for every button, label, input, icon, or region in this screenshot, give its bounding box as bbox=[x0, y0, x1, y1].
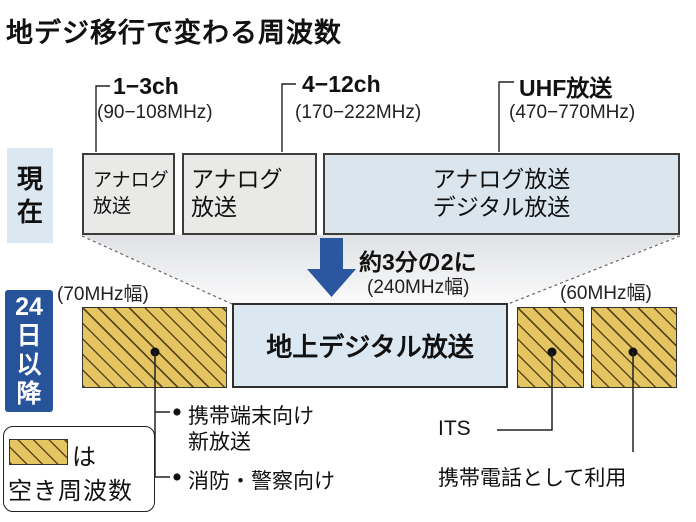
row-label-current-char: 現 bbox=[16, 163, 43, 194]
left-bandwidth-label: (70MHz幅) bbox=[57, 284, 149, 305]
legend-label: 空き周波数 bbox=[8, 478, 133, 505]
note-mobile-broadcast-line2: 新放送 bbox=[188, 431, 251, 454]
note-its: ITS bbox=[438, 417, 471, 440]
transition-label: 約3分の2に bbox=[359, 249, 477, 275]
vacant-band-its bbox=[517, 307, 584, 388]
channel-label-1-3ch: 1−3ch bbox=[113, 73, 179, 99]
connector-line-4-12ch bbox=[281, 83, 296, 152]
vacant-band-left bbox=[82, 307, 227, 388]
note-cellphone: 携帯電話として利用 bbox=[438, 467, 627, 490]
legend-hatch-swatch-icon bbox=[9, 439, 68, 465]
band-analog-1-3ch-text: アナログ bbox=[93, 170, 169, 191]
band-analog-1-3ch: アナログ 放送 bbox=[82, 153, 175, 235]
channel-range-uhf: (470−770MHz) bbox=[509, 102, 636, 123]
channel-range-1-3ch: (90−108MHz) bbox=[97, 102, 213, 123]
diagram-title: 地デジ移行で変わる周波数 bbox=[6, 18, 342, 48]
band-uhf-text: アナログ放送 bbox=[432, 166, 571, 192]
band-terrestrial-digital: 地上デジタル放送 bbox=[232, 303, 508, 388]
legend-box: は 空き周波数 bbox=[3, 426, 155, 512]
band-analog-4-12ch: アナログ 放送 bbox=[182, 153, 317, 235]
band-analog-4-12ch-text: 放送 bbox=[191, 194, 237, 220]
note-mobile-broadcast-line1: 携帯端末向け bbox=[188, 405, 314, 428]
row-label-after-char: 日 bbox=[16, 322, 42, 350]
band-terrestrial-digital-text: 地上デジタル放送 bbox=[266, 332, 474, 362]
note-fire-police: 消防・警察向け bbox=[188, 470, 335, 493]
row-label-after-char: 以 bbox=[16, 351, 42, 379]
vacant-band-cellphone bbox=[591, 307, 677, 388]
band-uhf-analog-digital: アナログ放送 デジタル放送 bbox=[323, 153, 680, 235]
row-label-after-char: 降 bbox=[16, 380, 42, 408]
bullet-fire-police-icon bbox=[173, 473, 181, 481]
bullet-mobile-icon bbox=[173, 408, 181, 416]
channel-label-4-12ch: 4−12ch bbox=[302, 71, 381, 97]
channel-range-4-12ch: (170−222MHz) bbox=[295, 102, 422, 123]
transition-bandwidth: (240MHz幅) bbox=[367, 277, 470, 298]
row-label-after-char: 24 bbox=[15, 293, 43, 321]
band-uhf-text: デジタル放送 bbox=[432, 194, 571, 220]
band-analog-4-12ch-text: アナログ bbox=[191, 166, 283, 192]
row-label-after-24th: 24 日 以 降 bbox=[5, 290, 53, 412]
row-label-current-char: 在 bbox=[16, 196, 43, 227]
row-label-current: 現 在 bbox=[7, 148, 53, 243]
right-bandwidth-label: (60MHz幅) bbox=[560, 283, 652, 304]
band-analog-1-3ch-text: 放送 bbox=[93, 196, 132, 217]
channel-label-uhf: UHF放送 bbox=[519, 75, 613, 101]
legend-suffix: は bbox=[72, 444, 96, 471]
